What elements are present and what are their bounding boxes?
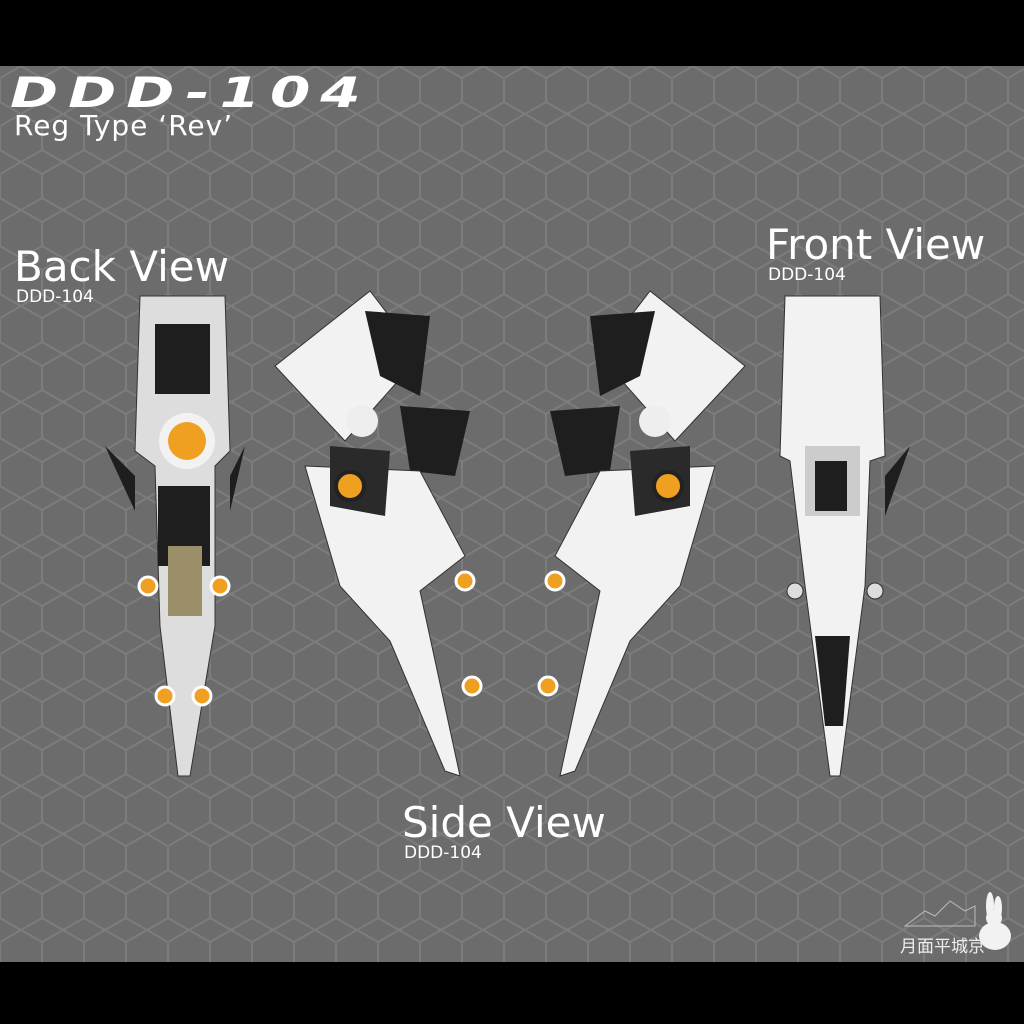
bottom-letterbox — [0, 962, 1024, 1024]
side-view-model-code: DDD-104 — [404, 843, 482, 863]
hex-background — [0, 66, 1024, 962]
rabbit-pagoda-logo — [903, 892, 1011, 950]
reference-sheet: DDD-104 Reg Type ‘Rev’ Back View DDD-104… — [0, 66, 1024, 962]
top-letterbox — [0, 0, 1024, 66]
watermark-text: 月面平城京 — [900, 937, 985, 957]
page-subtitle: Reg Type ‘Rev’ — [14, 109, 234, 142]
page-title: DDD-104 — [10, 68, 371, 117]
front-view-model — [779, 295, 910, 777]
side-view-label: Side View — [402, 798, 606, 847]
front-view-label: Front View — [766, 220, 986, 269]
back-view-model-code: DDD-104 — [16, 287, 94, 307]
back-view-label: Back View — [14, 242, 229, 291]
side-view-model-right — [537, 290, 746, 777]
side-view-model-left — [274, 290, 483, 777]
front-view-model-code: DDD-104 — [768, 265, 846, 285]
back-view-model — [105, 295, 245, 777]
